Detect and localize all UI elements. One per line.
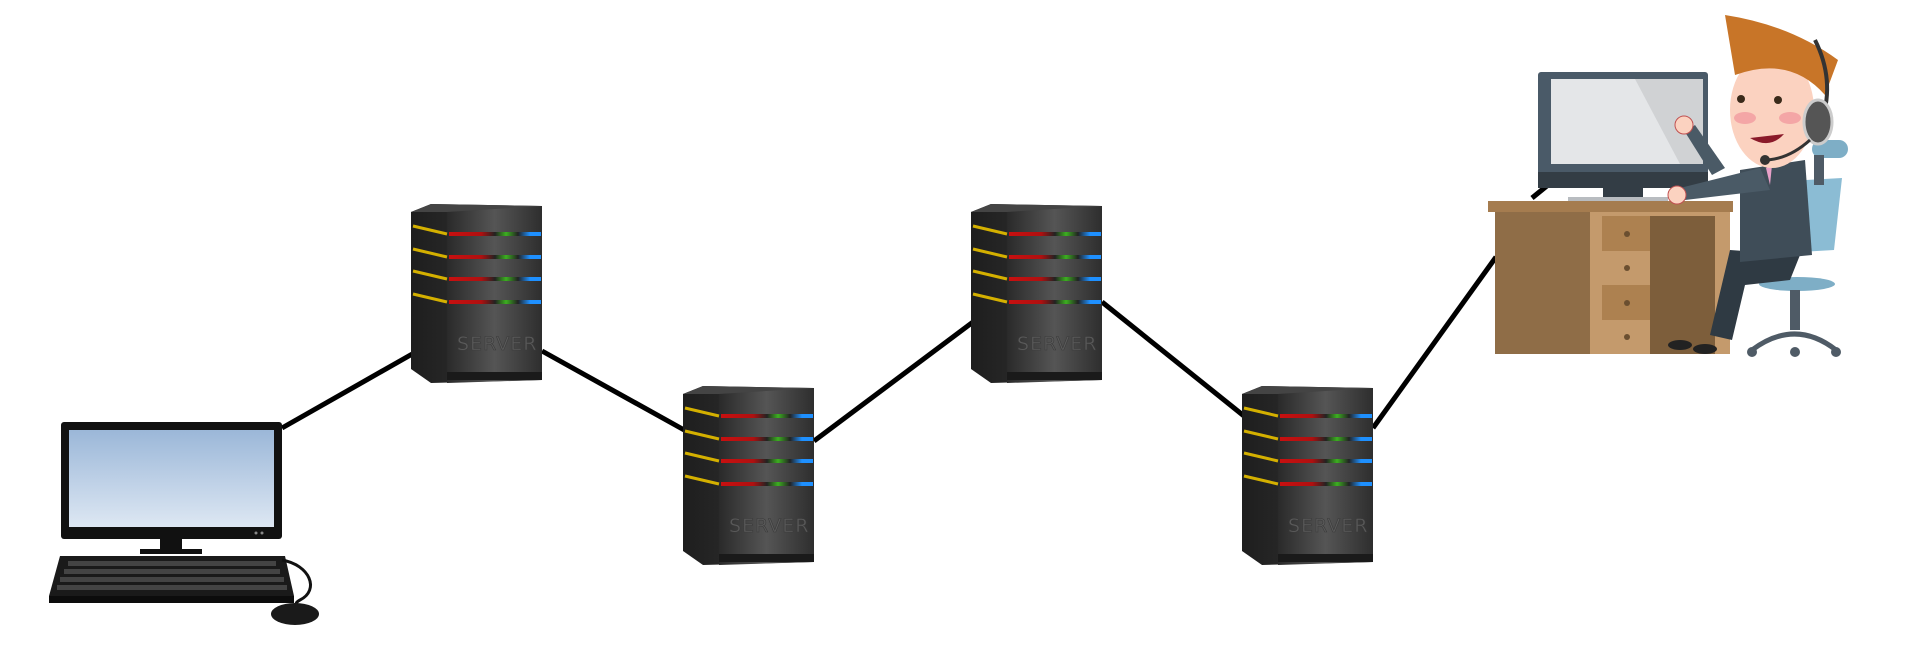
link-server3-server4 [1100,300,1246,418]
server-label: SERVER [729,515,809,537]
server-3: SERVER [969,202,1104,385]
server-2: SERVER [681,384,816,567]
link-server4-support [1370,255,1499,430]
server-4: SERVER [1240,384,1375,567]
link-server2-server3 [812,319,975,444]
server-label: SERVER [457,333,537,355]
headset-icon [1760,39,1834,165]
link-server1-server2 [540,348,688,434]
link-client-server1 [280,350,416,431]
mouse-icon [271,603,319,625]
server-label: SERVER [1288,515,1368,537]
network-links [280,183,1550,444]
server-label: SERVER [1017,333,1097,355]
client-computer [49,422,319,625]
agent-monitor [1538,72,1708,201]
desk [1488,201,1733,354]
support-agent [1488,15,1848,357]
monitor-screen [69,430,274,527]
keyboard-icon [49,556,294,603]
server-1: SERVER [409,202,544,385]
